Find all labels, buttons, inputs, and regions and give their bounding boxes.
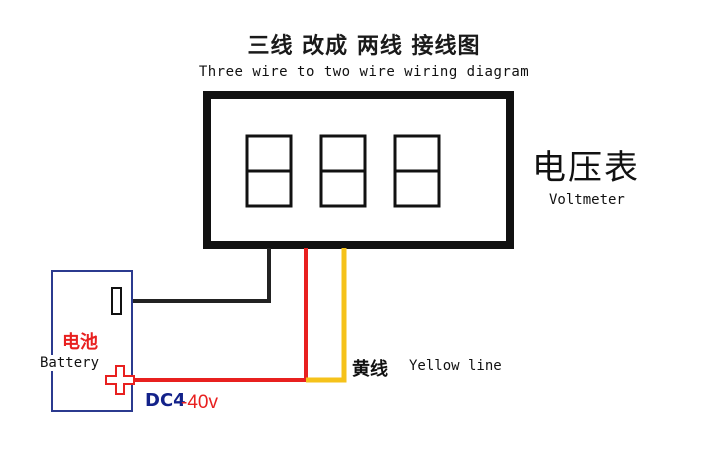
black-wire [132, 248, 271, 303]
battery-label-english: Battery [38, 355, 102, 371]
voltmeter-label-chinese: 电压表 [532, 148, 640, 188]
battery-label-chinese: 电池 [62, 332, 98, 353]
minus-terminal-icon [111, 287, 122, 315]
title-english: Three wire to two wire wiring diagram [198, 64, 530, 80]
supply-range: -40v [181, 392, 218, 413]
yellow-wire-label-english: Yellow line [409, 358, 502, 374]
display-digit-1 [245, 134, 293, 208]
display-digit-2 [319, 134, 367, 208]
yellow-wire-label-chinese: 黄线 [352, 359, 388, 380]
plus-terminal-icon [105, 365, 135, 395]
display-digit-3 [393, 134, 441, 208]
voltmeter-label-english: Voltmeter [549, 192, 625, 208]
red-wire [132, 248, 308, 382]
supply-label: DC4 [145, 390, 186, 411]
yellow-wire [306, 248, 347, 383]
title-chinese: 三线 改成 两线 接线图 [247, 34, 481, 59]
